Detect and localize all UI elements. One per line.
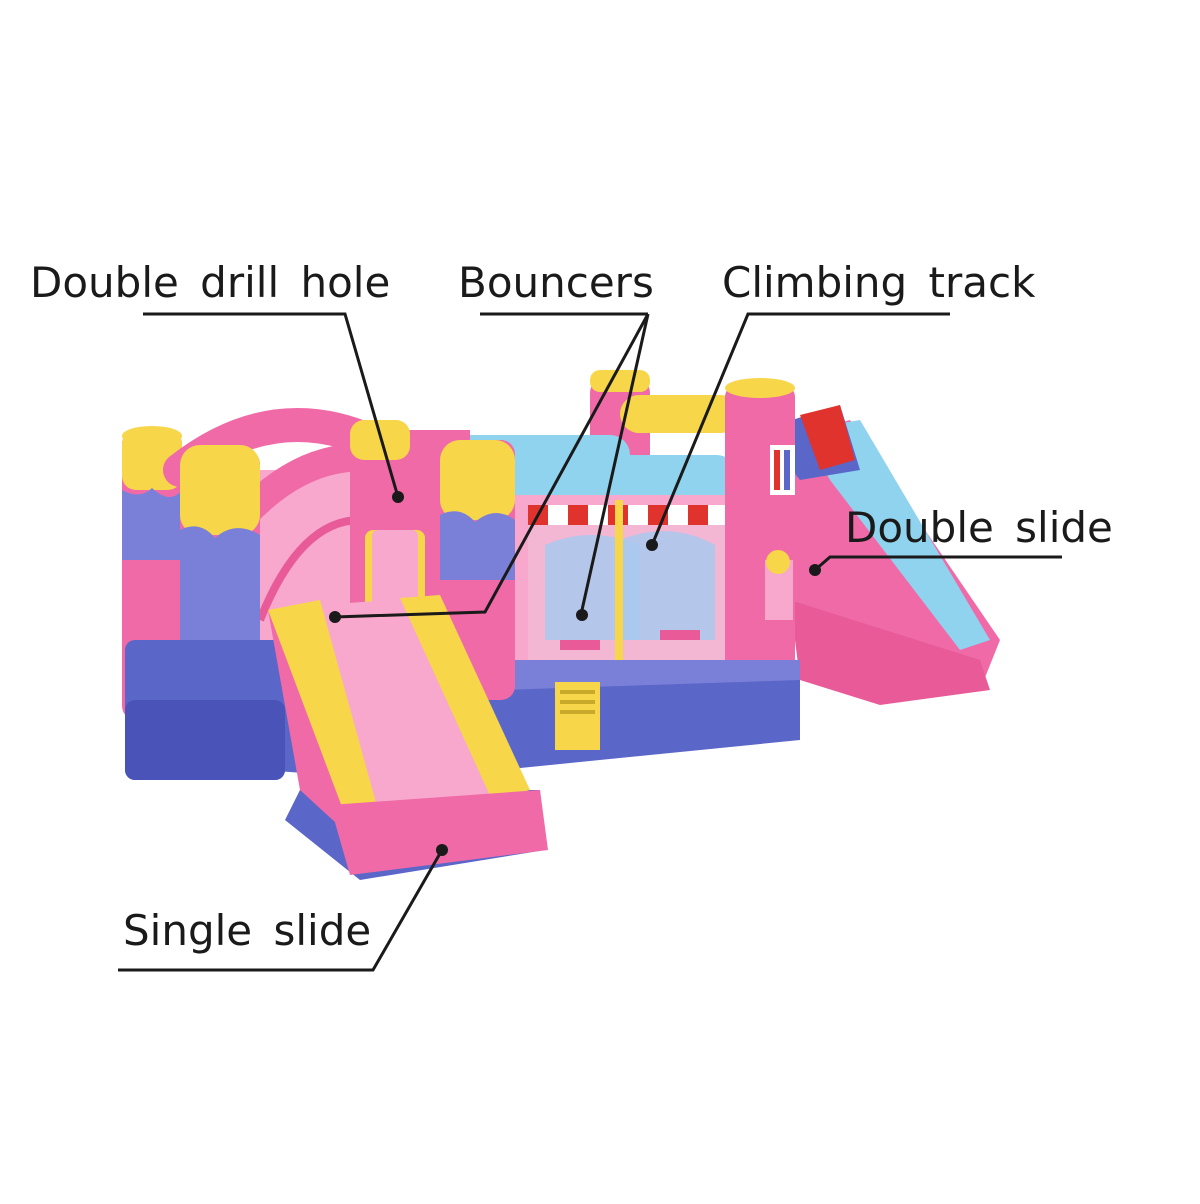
- label-double-drill-hole: Double drill hole: [30, 258, 391, 307]
- label-single-slide: Single slide: [123, 906, 372, 955]
- callout-line-climbing: [650, 312, 950, 546]
- callout-line-double-slide: [814, 555, 1062, 572]
- left-section: [122, 408, 515, 780]
- callout-line-bouncers-a: [580, 313, 650, 611]
- label-bouncers: Bouncers: [458, 258, 654, 307]
- label-double-slide: Double slide: [845, 503, 1113, 552]
- right-tower: [725, 378, 795, 685]
- label-climbing-track: Climbing track: [722, 258, 1036, 307]
- callout-line-drill-hole: [143, 312, 400, 498]
- callout-line-single-slide: [118, 849, 444, 972]
- single-slide-shape: [268, 595, 548, 880]
- callout-lines: [118, 312, 1062, 972]
- bouncer-enclosure: [510, 495, 740, 675]
- callout-dots: [329, 491, 821, 856]
- double-slide-shape: [760, 405, 1000, 705]
- callout-line-bouncers-b: [334, 313, 650, 619]
